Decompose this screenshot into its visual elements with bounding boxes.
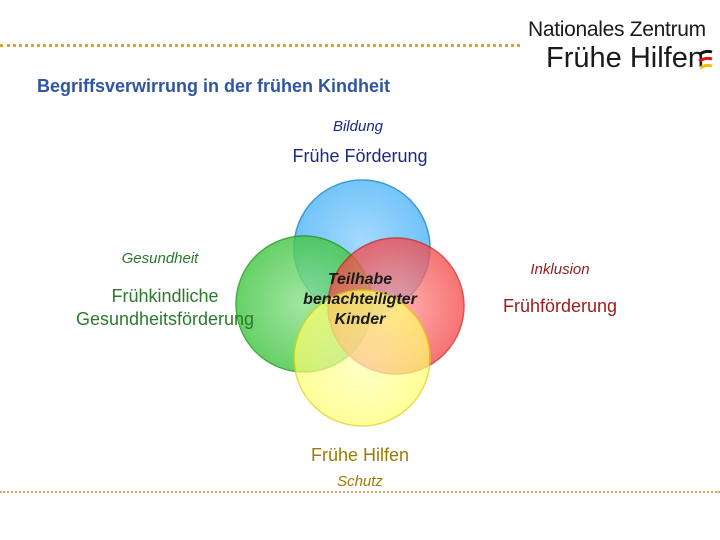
bildung-value: Frühe Förderung — [292, 146, 428, 166]
logo-swoosh-icon — [698, 49, 713, 70]
center-label: Teilhabe benachteiligter Kinder — [290, 270, 430, 330]
gesundheit-value-line-2: Gesundheitsförderung — [75, 309, 255, 329]
bottom-dotted-rule — [0, 491, 720, 493]
top-dotted-rule — [0, 44, 520, 47]
schutz-label: Schutz — [337, 473, 383, 490]
schutz-value: Frühe Hilfen — [310, 445, 410, 465]
gesundheit-value: Frühkindliche Gesundheitsförderung — [50, 285, 280, 331]
center-line-3: Kinder — [334, 311, 386, 328]
inklusion-value: Frühförderung — [502, 296, 618, 316]
page-title: Begriffsverwirrung in der frühen Kindhei… — [37, 76, 391, 96]
nzfh-logo: Nationales Zentrum Frühe Hilfen — [528, 18, 714, 78]
circle-schutz — [293, 289, 431, 427]
logo-line-2: Frühe Hilfen — [546, 42, 704, 74]
logo-line-1: Nationales Zentrum — [528, 18, 706, 41]
center-line-1: Teilhabe — [327, 271, 393, 288]
gesundheit-value-line-1: Frühkindliche — [111, 286, 219, 306]
center-line-2: benachteiligter — [303, 291, 417, 308]
bildung-label: Bildung — [332, 118, 384, 135]
gesundheit-label: Gesundheit — [121, 250, 199, 267]
inklusion-label: Inklusion — [530, 261, 590, 278]
